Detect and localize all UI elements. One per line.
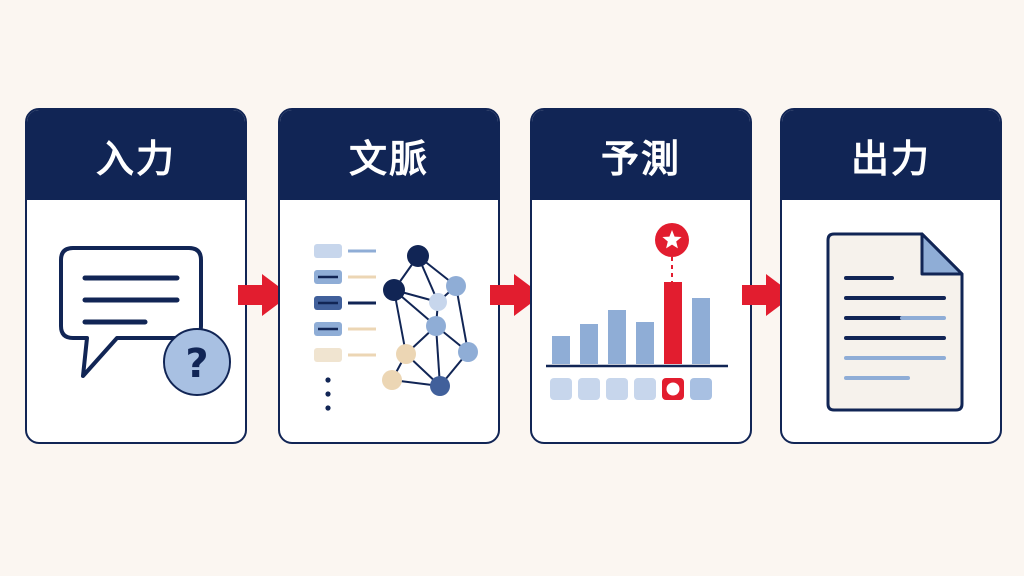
step-card-output: 出力 [780, 108, 1002, 444]
step-card-context: 文脈 [278, 108, 500, 444]
flow-arrow-icon [742, 274, 794, 316]
step-body [532, 200, 750, 442]
step-body [280, 200, 498, 442]
question-speech-bubble-icon: ? [59, 246, 231, 396]
question-mark: ? [185, 341, 208, 387]
output-document-icon [826, 232, 964, 412]
flow-arrow-icon [490, 274, 542, 316]
step-title: 文脈 [280, 110, 498, 200]
step-body: ? [27, 200, 245, 442]
step-card-prediction: 予測 [530, 108, 752, 444]
step-body [782, 200, 1000, 442]
flow-arrow-icon [238, 274, 290, 316]
context-network-icon [314, 244, 478, 411]
step-title: 予測 [532, 110, 750, 200]
step-title: 出力 [782, 110, 1000, 200]
step-card-input: 入力 ? [25, 108, 247, 444]
prediction-bar-chart-icon [546, 223, 728, 400]
star-icon [662, 230, 682, 249]
step-title: 入力 [27, 110, 245, 200]
